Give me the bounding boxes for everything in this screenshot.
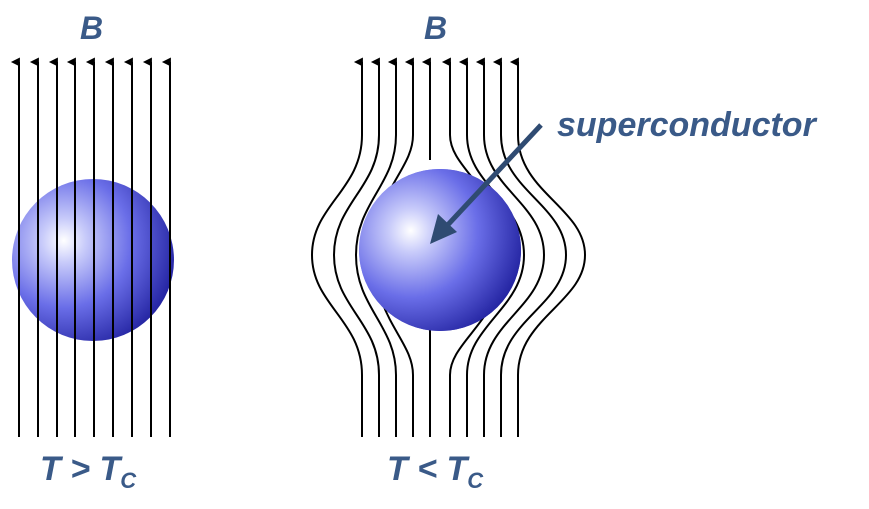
field-line xyxy=(332,57,380,437)
superconductor-sphere-overlay xyxy=(359,169,521,331)
field-line xyxy=(475,57,546,437)
left-condition-subscript: C xyxy=(120,468,137,493)
right-condition-subscript: C xyxy=(467,468,484,493)
left-panel-normal-state xyxy=(10,57,174,437)
superconductor-pointer-arrow xyxy=(430,123,543,244)
right-condition-base: T < T xyxy=(387,450,468,488)
left-condition-label: T > TC xyxy=(40,450,136,494)
left-condition-base: T > T xyxy=(40,450,121,488)
field-line xyxy=(458,57,526,437)
right-panel-superconducting-state xyxy=(310,57,587,437)
right-field-label: B xyxy=(424,10,448,46)
left-field-lines xyxy=(10,57,171,437)
left-field-label: B xyxy=(80,10,104,46)
field-line xyxy=(492,57,568,437)
field-line xyxy=(310,57,363,437)
superconductor-label: superconductor xyxy=(557,106,816,144)
field-line xyxy=(354,57,397,437)
right-field-lines xyxy=(310,57,587,437)
right-condition-label: T < TC xyxy=(387,450,483,494)
field-line xyxy=(509,57,587,437)
